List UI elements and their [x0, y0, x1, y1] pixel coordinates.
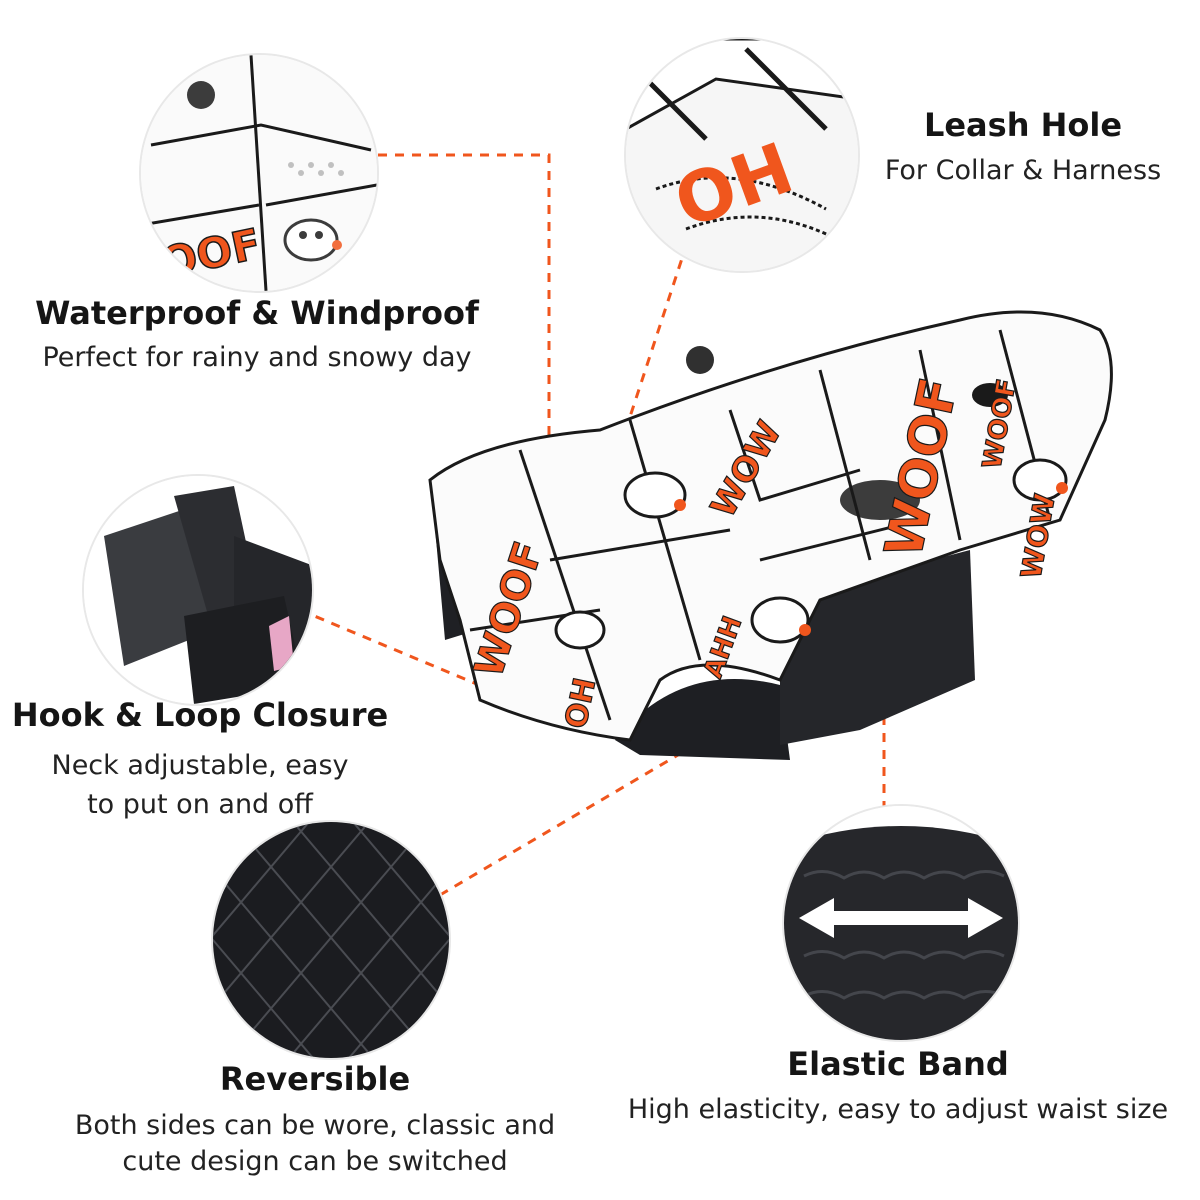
reversible-desc-line1: Both sides can be wore, classic and	[74, 1110, 556, 1141]
coat-outer-shell	[428, 310, 1113, 742]
quilted-lining-closeup-icon	[211, 820, 451, 1060]
leash-hole-closeup-icon: OH	[624, 37, 860, 273]
reversible-desc-line2: cute design can be switched	[122, 1146, 508, 1177]
hook-loop-desc-line1: Neck adjustable, easy	[51, 750, 349, 781]
double-arrow-icon	[799, 898, 1003, 938]
waterproof-title: Waterproof & Windproof	[35, 294, 479, 332]
elastic-band-desc: High elasticity, easy to adjust waist si…	[627, 1094, 1169, 1125]
reversible-title: Reversible	[219, 1060, 411, 1098]
waterproof-desc: Perfect for rainy and snowy day	[42, 342, 472, 373]
elastic-band-closeup-icon	[782, 804, 1020, 1042]
elastic-band-title: Elastic Band	[787, 1045, 1009, 1083]
comic-fabric-closeup-icon: OOF	[139, 53, 379, 293]
dog-coat-product-image: WOOF WOW WOOF AHH OH WOW WOOF	[428, 310, 1113, 760]
leash-hole-desc: For Collar & Harness	[884, 155, 1162, 186]
hook-loop-desc-line2: to put on and off	[87, 789, 313, 820]
velcro-closeup-icon	[82, 474, 314, 706]
leash-hole-title: Leash Hole	[923, 106, 1123, 144]
hook-loop-title: Hook & Loop Closure	[11, 696, 389, 734]
